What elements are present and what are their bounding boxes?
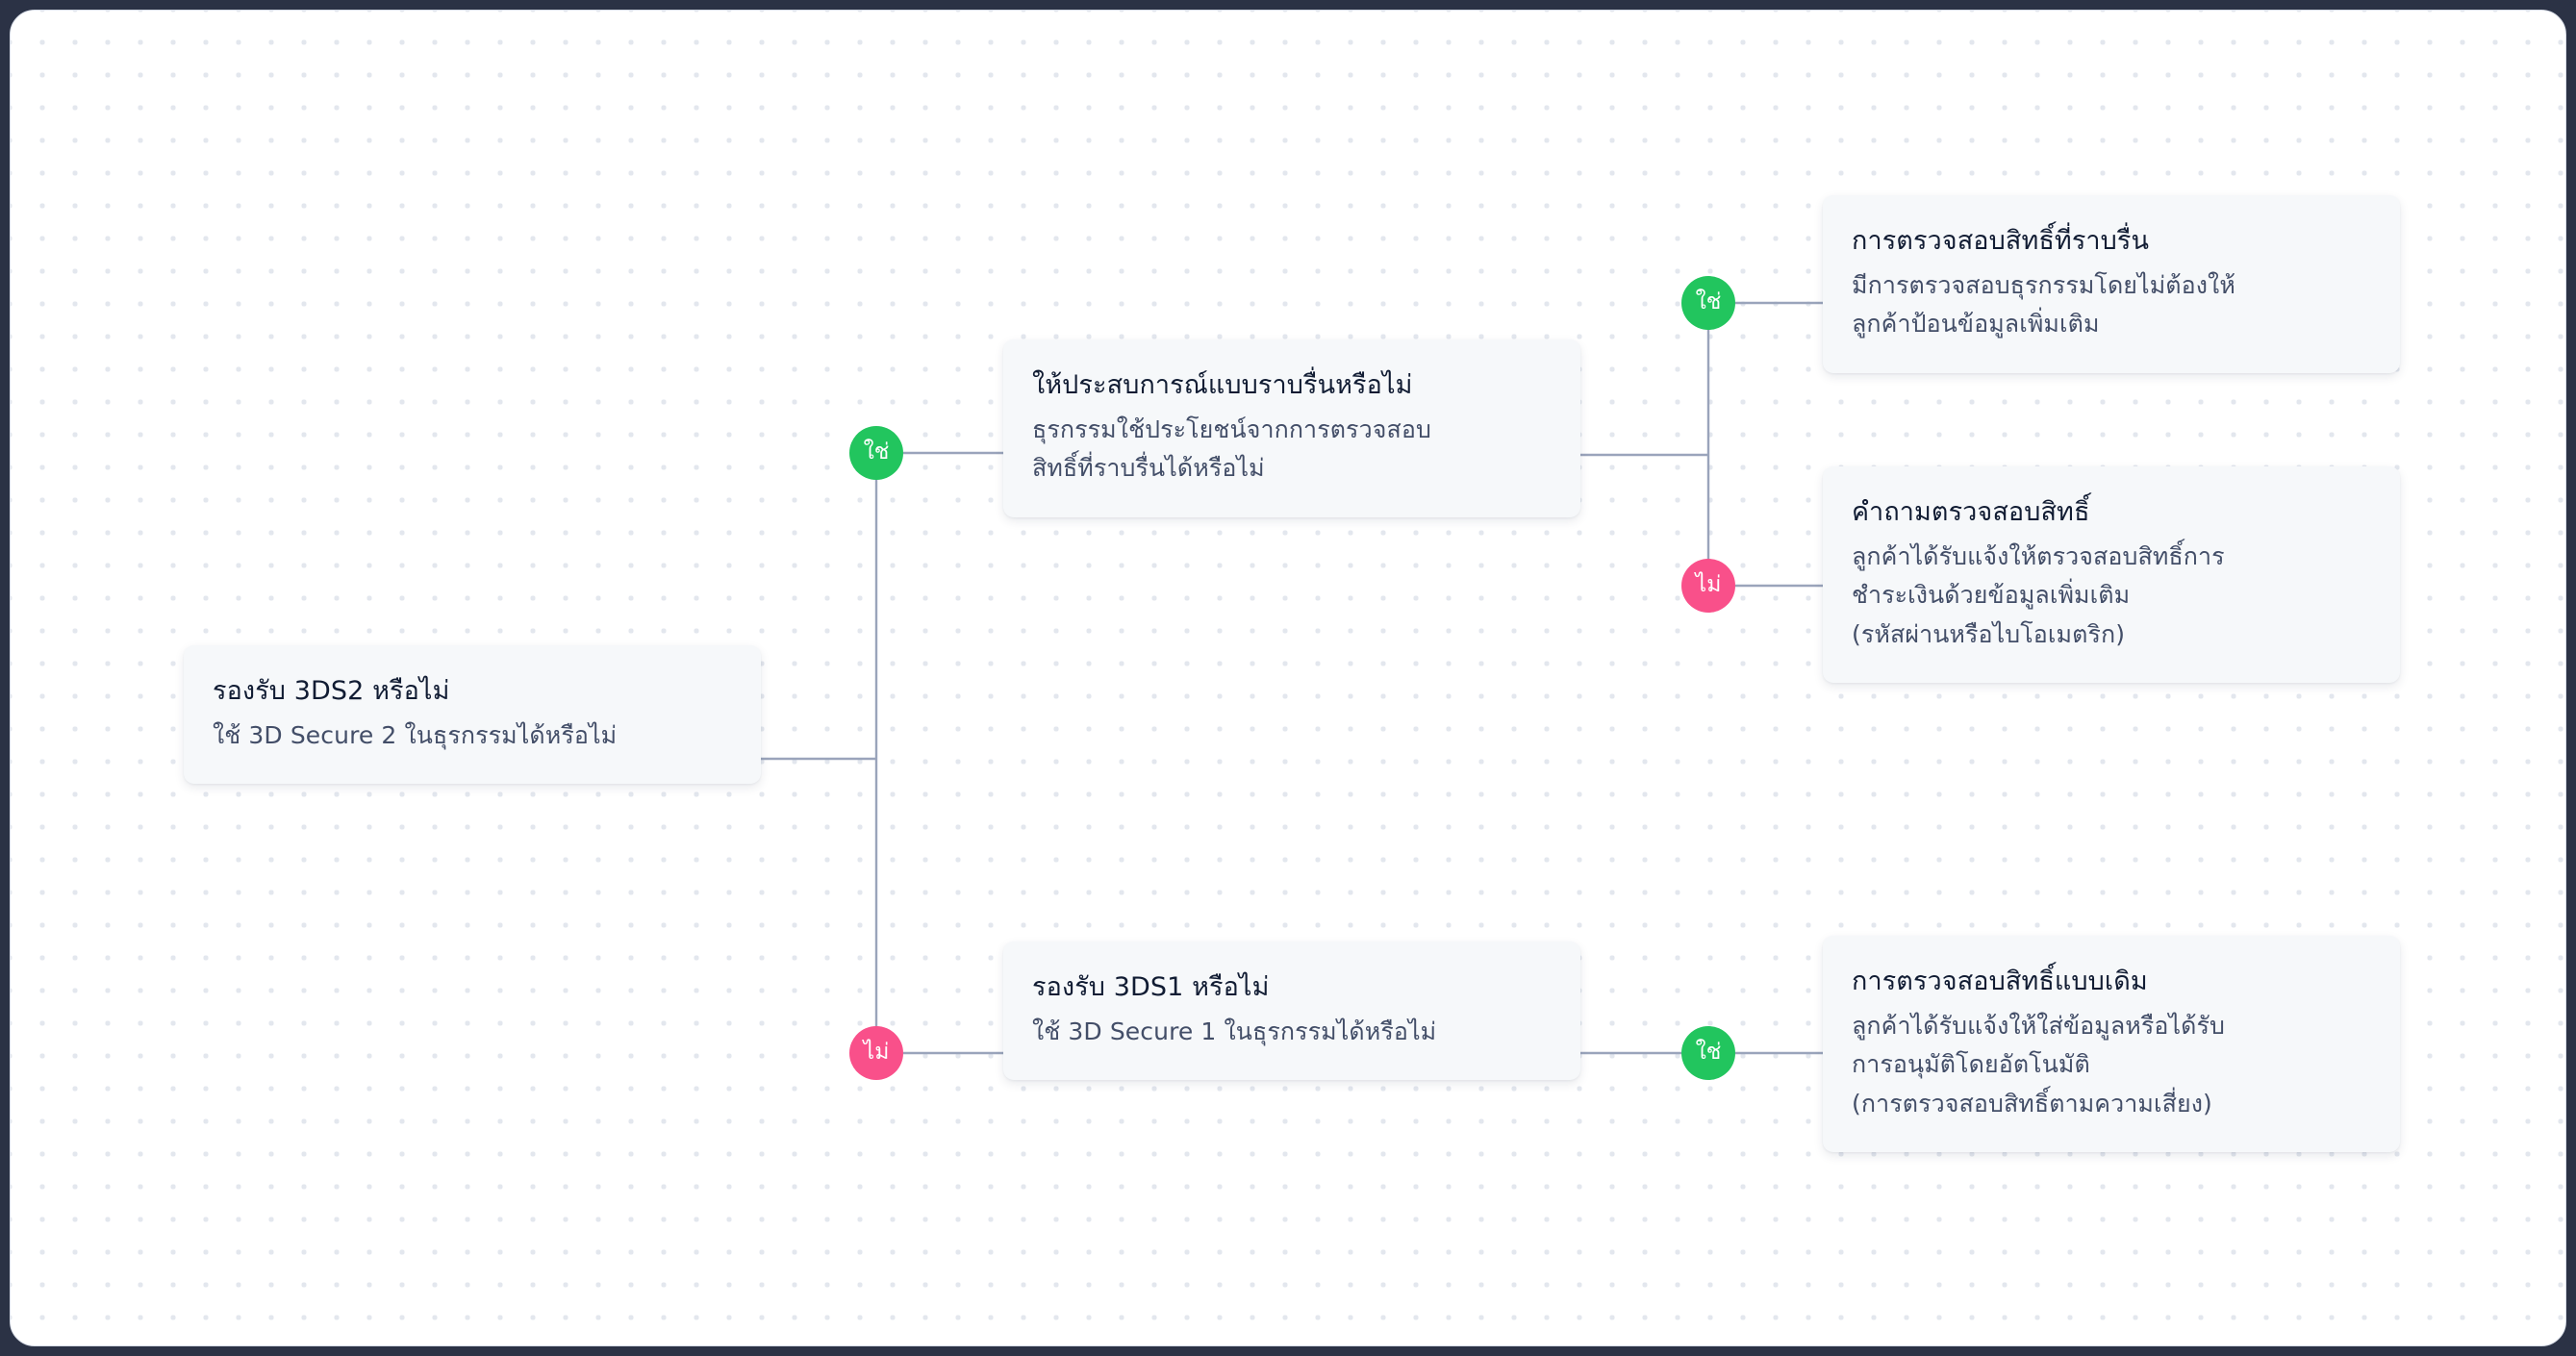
node-description: ใช้ 3D Secure 1 ในธุรกรรมได้หรือไม่ (1032, 1017, 1437, 1045)
badge-yes-3ds1[interactable]: ใช่ (1681, 1026, 1735, 1080)
badge-yes-smooth[interactable]: ใช่ (1681, 276, 1735, 330)
node-card-smooth-experience[interactable]: ให้ประสบการณ์แบบราบรื่นหรือไม่ ธุรกรรมใช… (1003, 339, 1580, 517)
node-description: ธุรกรรมใช้ประโยชน์จากการตรวจสอบ สิทธิ์ที… (1032, 414, 1431, 483)
badge-label: ใช่ (863, 439, 890, 465)
badge-no-3ds2[interactable]: ไม่ (849, 1026, 903, 1080)
node-card-challenge-auth[interactable]: คำถามตรวจสอบสิทธิ์ ลูกค้าได้รับแจ้งให้ตร… (1823, 466, 2400, 684)
badge-label: ใช่ (1695, 289, 1722, 314)
node-title: ให้ประสบการณ์แบบราบรื่นหรือไม่ (1032, 370, 1413, 400)
node-description: มีการตรวจสอบธุรกรรมโดยไม่ต้องให้ ลูกค้าป… (1852, 270, 2235, 339)
badge-yes-3ds2[interactable]: ใช่ (849, 426, 903, 480)
node-title: รองรับ 3DS2 หรือไม่ (213, 676, 450, 706)
badge-label: ไม่ (863, 1039, 890, 1065)
badge-no-smooth[interactable]: ไม่ (1681, 559, 1735, 613)
node-title: การตรวจสอบสิทธิ์ที่ราบรื่น (1852, 226, 2150, 256)
node-card-frictionless-auth[interactable]: การตรวจสอบสิทธิ์ที่ราบรื่น มีการตรวจสอบธ… (1823, 195, 2400, 373)
node-title: รองรับ 3DS1 หรือไม่ (1032, 972, 1270, 1002)
badge-label: ใช่ (1695, 1039, 1722, 1065)
node-description: ลูกค้าได้รับแจ้งให้ใส่ข้อมูลหรือได้รับ ก… (1852, 1011, 2225, 1117)
flowchart-canvas: รองรับ 3DS2 หรือไม่ ใช้ 3D Secure 2 ในธุ… (10, 10, 2566, 1346)
node-description: ลูกค้าได้รับแจ้งให้ตรวจสอบสิทธิ์การ ชำระ… (1852, 541, 2225, 648)
node-card-3ds2[interactable]: รองรับ 3DS2 หรือไม่ ใช้ 3D Secure 2 ในธุ… (184, 645, 761, 785)
node-title: การตรวจสอบสิทธิ์แบบเดิม (1852, 967, 2148, 996)
badge-label: ไม่ (1695, 571, 1722, 597)
node-card-legacy-auth[interactable]: การตรวจสอบสิทธิ์แบบเดิม ลูกค้าได้รับแจ้ง… (1823, 936, 2400, 1153)
node-card-3ds1[interactable]: รองรับ 3DS1 หรือไม่ ใช้ 3D Secure 1 ในธุ… (1003, 942, 1580, 1081)
node-description: ใช้ 3D Secure 2 ในธุรกรรมได้หรือไม่ (213, 720, 618, 749)
node-title: คำถามตรวจสอบสิทธิ์ (1852, 497, 2090, 527)
